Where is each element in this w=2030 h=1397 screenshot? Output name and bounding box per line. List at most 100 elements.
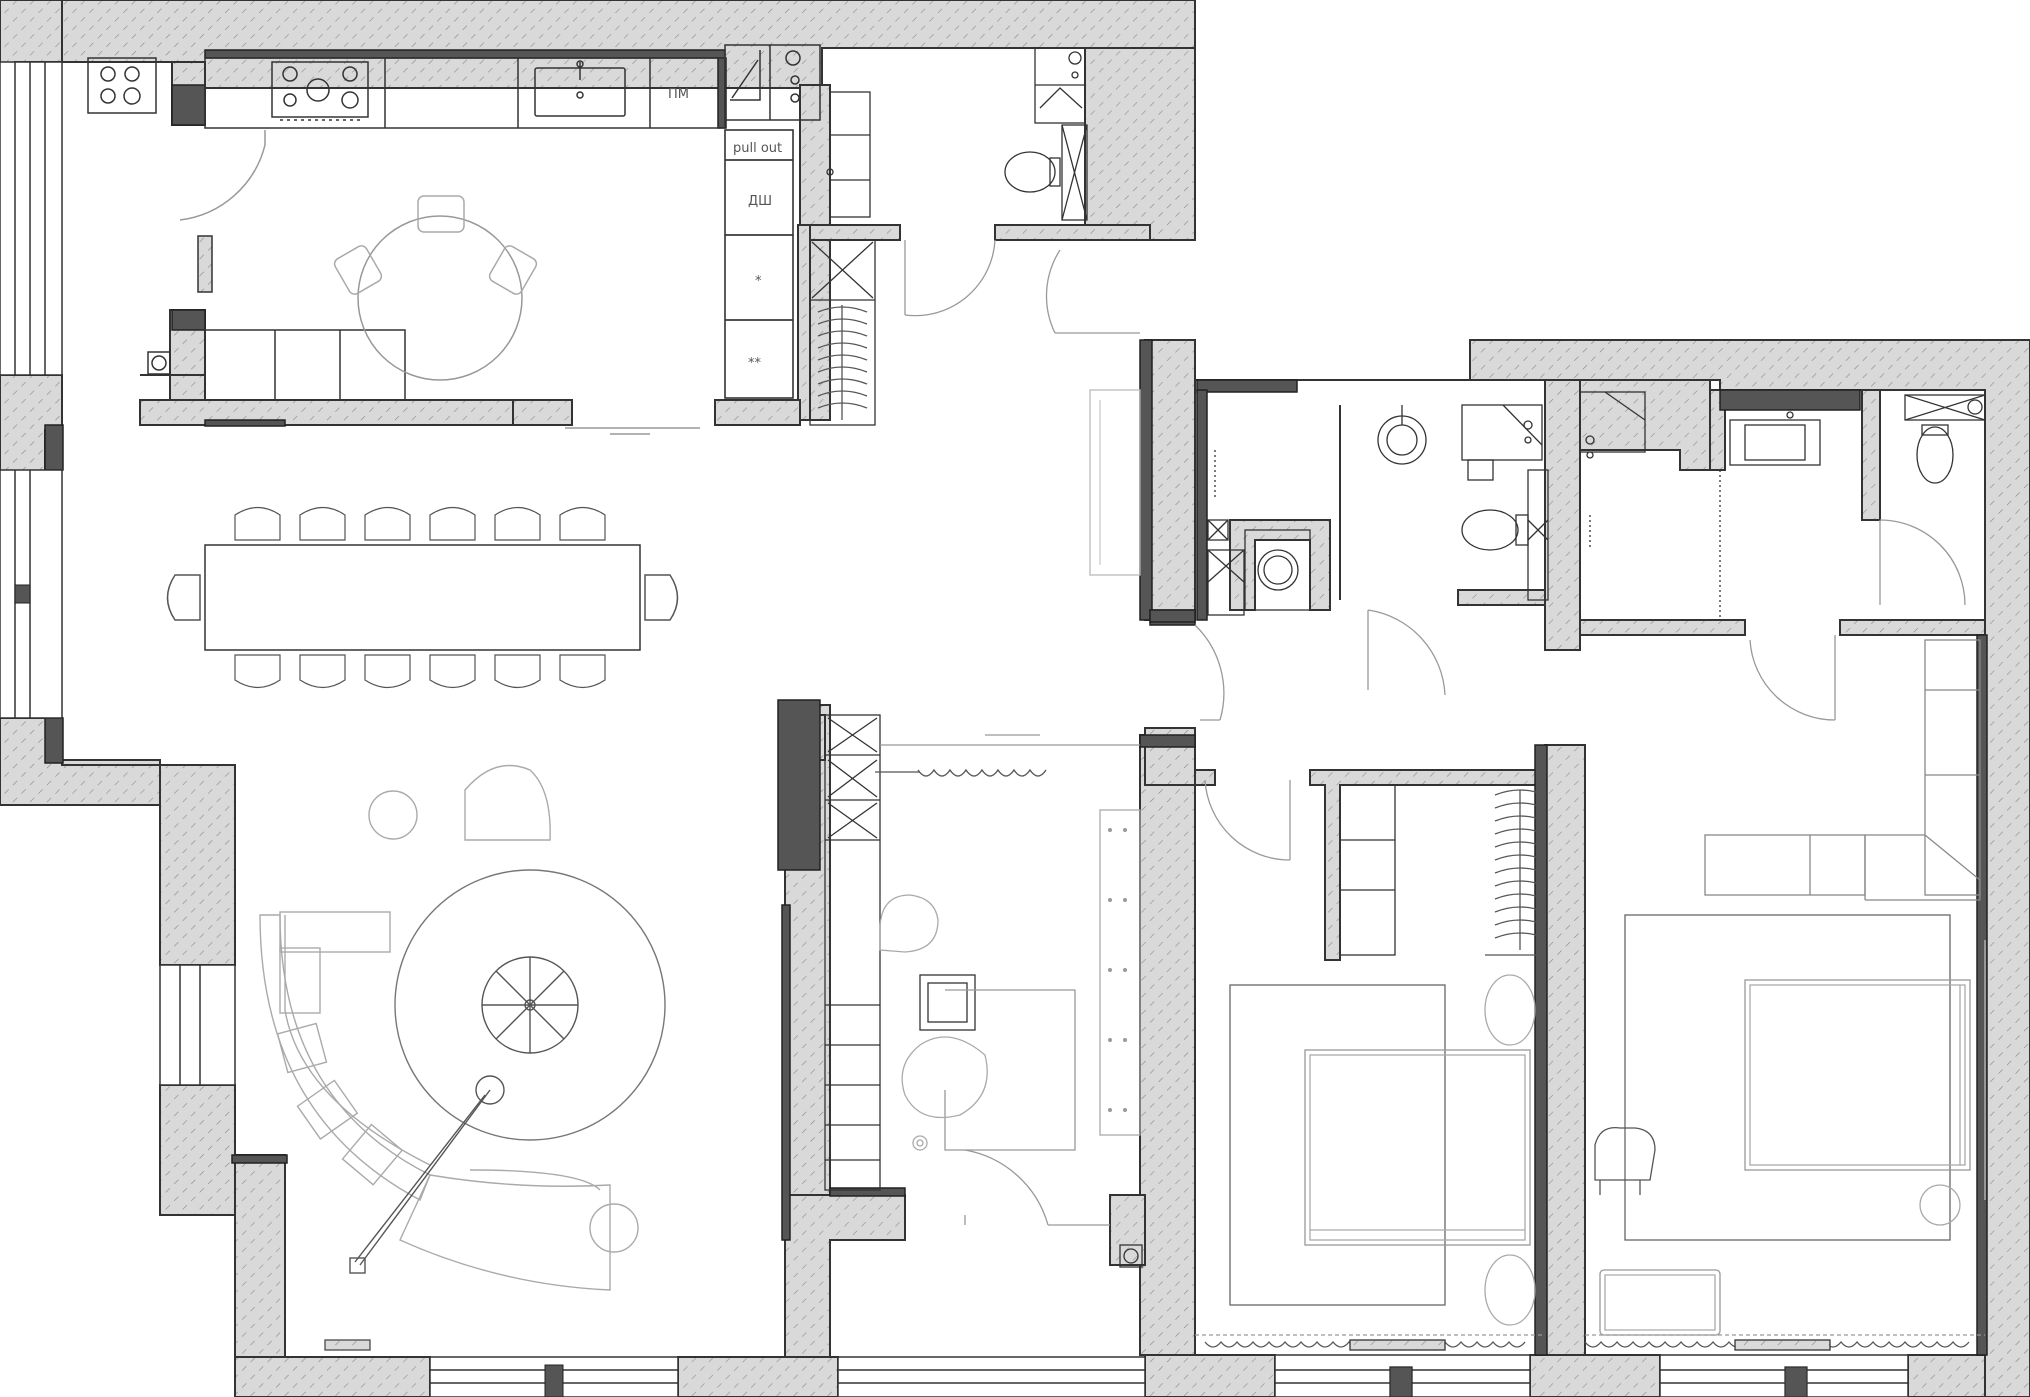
toilet-icon <box>1004 151 1056 193</box>
study-wardrobe <box>824 714 881 1191</box>
wall-bath3-top <box>1579 379 1721 471</box>
dark-block-bed2 <box>1976 634 1988 1356</box>
shower-icon <box>1904 394 1986 421</box>
dining-chair <box>299 654 346 689</box>
desk-chair <box>1594 1126 1656 1181</box>
hangers <box>1485 789 1546 956</box>
bedroom-2-rug <box>1624 914 1951 1241</box>
wall-bottom-1 <box>234 1356 431 1397</box>
laundry-machine <box>1244 529 1311 611</box>
dining-chair <box>429 654 476 689</box>
wall-kitchen-bottom-right <box>512 399 573 426</box>
sink-icon <box>1729 419 1821 466</box>
double-bed <box>1744 979 1971 1171</box>
kitchen-chair <box>333 245 383 295</box>
bedroom-2-wardrobe <box>1924 639 1981 896</box>
bedroom-1-rug <box>1229 984 1446 1306</box>
wall-bath4-bottom <box>1839 619 1986 636</box>
wall-corridor-right <box>809 224 901 241</box>
dark-block-study-bottom <box>829 1187 906 1197</box>
side-table <box>368 790 418 840</box>
dining-chair <box>429 506 476 541</box>
bathrooms <box>1194 391 1986 861</box>
bathroom-4 <box>1004 47 1088 221</box>
dark-block-bed1 <box>1534 744 1548 1356</box>
bedroom-2-desk <box>1599 1269 1721 1336</box>
study-desk <box>919 974 976 1031</box>
dark-block-kitchen-bottom <box>204 419 286 427</box>
kitchen-round-table <box>357 215 523 381</box>
dark-block-living-bottom <box>231 1154 288 1164</box>
dark-block-bath1-left <box>1196 389 1208 621</box>
round-rug <box>394 869 666 1141</box>
dark-block-study-right <box>1139 734 1196 748</box>
label-cabinet-double-star: ** <box>748 356 762 371</box>
dark-block-study-left <box>777 699 821 871</box>
double-bed <box>1304 1049 1531 1246</box>
dining-chair-right <box>644 574 679 621</box>
window-bottom-2 <box>837 1356 1146 1397</box>
dining-chair <box>364 654 411 689</box>
wall-bed1-entry <box>1194 769 1216 786</box>
wall-bath-divider <box>1544 379 1581 651</box>
dining-chair <box>559 506 606 541</box>
bedroom-2 <box>1584 639 1986 1397</box>
window-kitchen-left <box>0 61 63 376</box>
floor-lamp <box>1919 1184 1961 1226</box>
kitchen-chair <box>417 195 465 233</box>
dark-block-bath-top <box>1196 379 1298 393</box>
wall-bath4-divider <box>1861 389 1881 521</box>
wall-left-pier <box>159 764 236 966</box>
fridge-icon <box>724 44 821 121</box>
dining-chair <box>364 506 411 541</box>
wall-study-bottom-left <box>784 1194 906 1358</box>
label-cabinet-star: * <box>755 274 762 289</box>
dining-chairs-bottom <box>234 654 606 689</box>
dark-block-study-left-2 <box>781 904 791 1241</box>
wall-bath2-bottom <box>1457 589 1546 606</box>
wall-bottom-3 <box>1144 1354 1276 1397</box>
dining-chairs-top <box>234 506 606 541</box>
dining-chair <box>234 506 281 541</box>
dark-block-kitchen-left <box>171 84 206 126</box>
stove-left-icon <box>87 57 157 114</box>
study-rug <box>944 989 1076 1151</box>
toilet-icon <box>1916 426 1954 484</box>
study-armchair-2 <box>901 1036 988 1119</box>
study-armchair <box>879 894 939 953</box>
armchair <box>464 764 551 841</box>
kitchen-cabinets <box>724 129 794 399</box>
dark-block-living-left-2 <box>44 717 64 764</box>
wall-closet-1 <box>1309 769 1546 961</box>
label-washing-machine: ПМ <box>668 87 689 102</box>
dining-chair <box>234 654 281 689</box>
window-living-left <box>0 469 63 719</box>
column-icon <box>147 351 171 375</box>
bedroom-2-cabinets <box>1704 834 1866 896</box>
study <box>824 714 1143 1268</box>
window-living-left-2 <box>159 964 236 1086</box>
mullions <box>14 584 1413 1397</box>
kitchen-bench <box>204 329 406 401</box>
wall-pantry <box>797 224 811 421</box>
nightstand <box>1484 1254 1536 1326</box>
pantry <box>809 91 1141 576</box>
wall-bottom-2 <box>677 1356 839 1397</box>
living <box>259 764 666 1351</box>
hangers <box>817 305 868 420</box>
dark-block-kitchen-col <box>171 309 206 331</box>
dining-chair <box>494 654 541 689</box>
dining-table <box>204 544 641 651</box>
dark-block-corr <box>1149 609 1196 623</box>
radiator-icon <box>197 235 213 293</box>
dining <box>166 506 679 689</box>
windows <box>0 61 1909 1397</box>
wall-bath-top-right <box>1084 47 1196 241</box>
cabinet-double-star <box>724 319 794 399</box>
dining-chair <box>559 654 606 689</box>
wall-bottom-4 <box>1529 1354 1661 1397</box>
wall-right-top <box>1144 339 2030 1397</box>
wall-study-bottom-right <box>1109 1194 1146 1266</box>
wall-study-right <box>1139 734 1196 1356</box>
